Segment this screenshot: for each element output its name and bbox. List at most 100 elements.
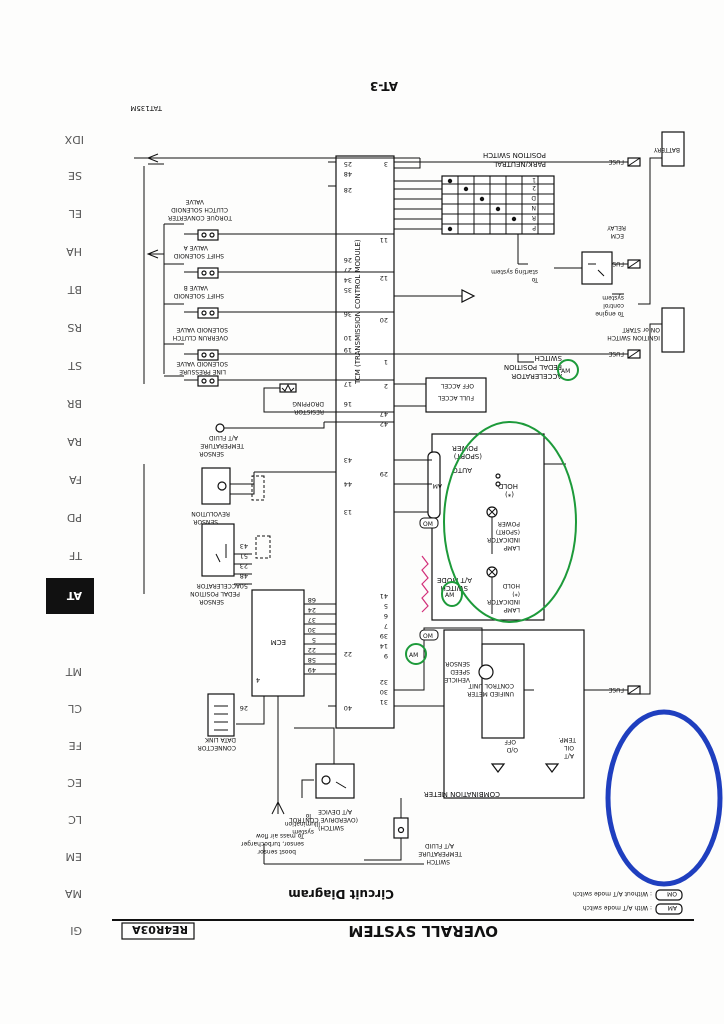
svg-text:11: 11	[380, 236, 388, 244]
legend-om-text: : Without A/T mode switch	[573, 890, 652, 897]
tab-fa[interactable]: FA	[69, 473, 82, 486]
ignition-switch-box	[661, 307, 685, 353]
tab-ra[interactable]: RA	[67, 435, 82, 448]
engine-control-label-3: system	[602, 294, 624, 301]
aps-label-3: SWITCH	[535, 354, 562, 362]
tab-fe[interactable]: FE	[69, 739, 82, 752]
tab-ec[interactable]: EC	[67, 776, 82, 789]
svg-text:SOLENOID VALVE: SOLENOID VALVE	[176, 360, 228, 367]
svg-text:SENSOR: SENSOR	[193, 518, 218, 525]
svg-text:SENSOR: SENSOR	[199, 450, 224, 457]
svg-text:TEMP.: TEMP.	[559, 736, 577, 743]
svg-text:43: 43	[344, 456, 352, 464]
aps-label-2: PEDAL POSITION	[504, 363, 562, 371]
solenoid-shift-b	[197, 307, 219, 319]
svg-text:To mass air flow: To mass air flow	[256, 832, 305, 839]
svg-text:UNIFIED METER: UNIFIED METER	[467, 690, 514, 697]
ground-rail	[134, 157, 145, 594]
legend: AM : With A/T mode switch OM : Without A…	[573, 889, 683, 915]
tab-br[interactable]: BR	[66, 397, 82, 410]
svg-text:37: 37	[308, 616, 316, 624]
svg-text:30: 30	[308, 626, 316, 634]
tab-at[interactable]: AT	[66, 589, 82, 602]
park-neutral-position-switch: PARK/NEUTRAL POSITION SWITCH P R N D 2 1…	[336, 151, 555, 303]
svg-text:68: 68	[308, 596, 316, 604]
svg-text:boost sensor: boost sensor	[257, 848, 296, 855]
svg-text:INDICATOR: INDICATOR	[487, 536, 520, 543]
solenoid-overrun	[197, 349, 219, 361]
green-am-circle-mid	[441, 581, 463, 607]
mode-switch-title-2: SWITCH	[441, 584, 468, 592]
svg-text:31: 31	[380, 698, 388, 706]
svg-text:51: 51	[240, 552, 248, 560]
pnp-label-1: PARK/NEUTRAL	[493, 160, 546, 168]
tab-el[interactable]: EL	[68, 207, 82, 220]
svg-text:6: 6	[384, 612, 388, 620]
tab-st[interactable]: ST	[68, 359, 82, 372]
svg-text:49: 49	[308, 666, 316, 674]
svg-text:16: 16	[344, 400, 352, 408]
mode-power-2: (SPORT)	[453, 452, 482, 460]
ecm-relay-label-2: RELAY	[607, 224, 626, 231]
svg-text:CONTROL UNIT: CONTROL UNIT	[468, 682, 514, 689]
svg-text:VALVE: VALVE	[185, 198, 204, 205]
svg-text:43: 43	[240, 542, 248, 550]
tab-lc[interactable]: LC	[68, 813, 82, 826]
tab-ma[interactable]: MA	[65, 887, 82, 900]
svg-text:SWITCH: SWITCH	[426, 858, 450, 865]
svg-text:50: 50	[240, 582, 248, 590]
sensors: DROPPING RESISTOR A/T FLUID TEMPERATURE …	[190, 383, 394, 605]
accelerator-pedal-position-sensor	[201, 523, 235, 577]
svg-text:5: 5	[384, 602, 388, 610]
svg-text:SENSOR: SENSOR	[199, 598, 224, 605]
at-mode-switch-group: POWER (SPORT) AUTO HOLD (*) A/T MODE SWI…	[336, 433, 566, 621]
svg-text:LAMP: LAMP	[503, 606, 520, 613]
unified-meter-control-unit	[481, 643, 525, 739]
svg-text:SPEED: SPEED	[450, 668, 470, 675]
tcm-box	[335, 155, 395, 729]
ignition-label-1: IGNITION SWITCH	[607, 334, 660, 341]
tab-rs[interactable]: RS	[67, 321, 82, 334]
power-supply-column: BATTERY FUSE FUSE FUSE FUSE IGNITION SWI…	[352, 131, 685, 695]
tab-pd[interactable]: PD	[67, 511, 82, 524]
solenoid-tcc	[197, 229, 219, 241]
tab-gi[interactable]: GI	[70, 924, 82, 937]
svg-text:3: 3	[384, 160, 388, 168]
tab-ha[interactable]: HA	[66, 245, 82, 258]
tab-se[interactable]: SE	[68, 169, 82, 182]
svg-text:INDICATOR: INDICATOR	[487, 598, 520, 605]
legend-am-text: : With A/T mode switch	[583, 904, 652, 911]
tcm-module: TCM (TRANSMISSION CONTROL MODULE) 25 48 …	[328, 155, 395, 729]
svg-text:2: 2	[384, 382, 388, 390]
ecm-label: ECM	[271, 638, 286, 646]
svg-text:36: 36	[344, 310, 352, 318]
svg-text:PEDAL POSITION: PEDAL POSITION	[190, 590, 240, 597]
svg-text:REVOLUTION: REVOLUTION	[191, 510, 230, 517]
svg-text:40: 40	[344, 704, 352, 712]
tab-cl[interactable]: CL	[67, 702, 82, 715]
svg-text:OFF: OFF	[504, 738, 516, 745]
tab-tf[interactable]: TF	[69, 549, 83, 562]
svg-text:9: 9	[384, 652, 388, 660]
model-code: RE4R03A	[132, 923, 188, 936]
tab-bt[interactable]: BT	[67, 283, 82, 296]
svg-text:5: 5	[312, 636, 316, 644]
svg-text:A/T FLUID: A/T FLUID	[209, 434, 238, 441]
tab-em[interactable]: EM	[66, 850, 82, 863]
svg-text:35: 35	[344, 286, 352, 294]
am-tag-mid: AM	[445, 592, 454, 599]
svg-text:41: 41	[380, 592, 388, 600]
svg-text:12: 12	[380, 274, 388, 282]
svg-text:R: R	[532, 214, 536, 221]
svg-text:(SPORT): (SPORT)	[496, 528, 520, 535]
svg-text:2: 2	[532, 184, 536, 191]
tab-idx[interactable]: IDX	[64, 133, 84, 146]
pnp-label-2: POSITION SWITCH	[483, 151, 546, 159]
svg-text:illumination: illumination	[285, 820, 320, 827]
tab-mt[interactable]: MT	[66, 665, 82, 678]
svg-text:A/T FLUID: A/T FLUID	[425, 842, 454, 849]
svg-text:HOLD: HOLD	[502, 582, 520, 589]
